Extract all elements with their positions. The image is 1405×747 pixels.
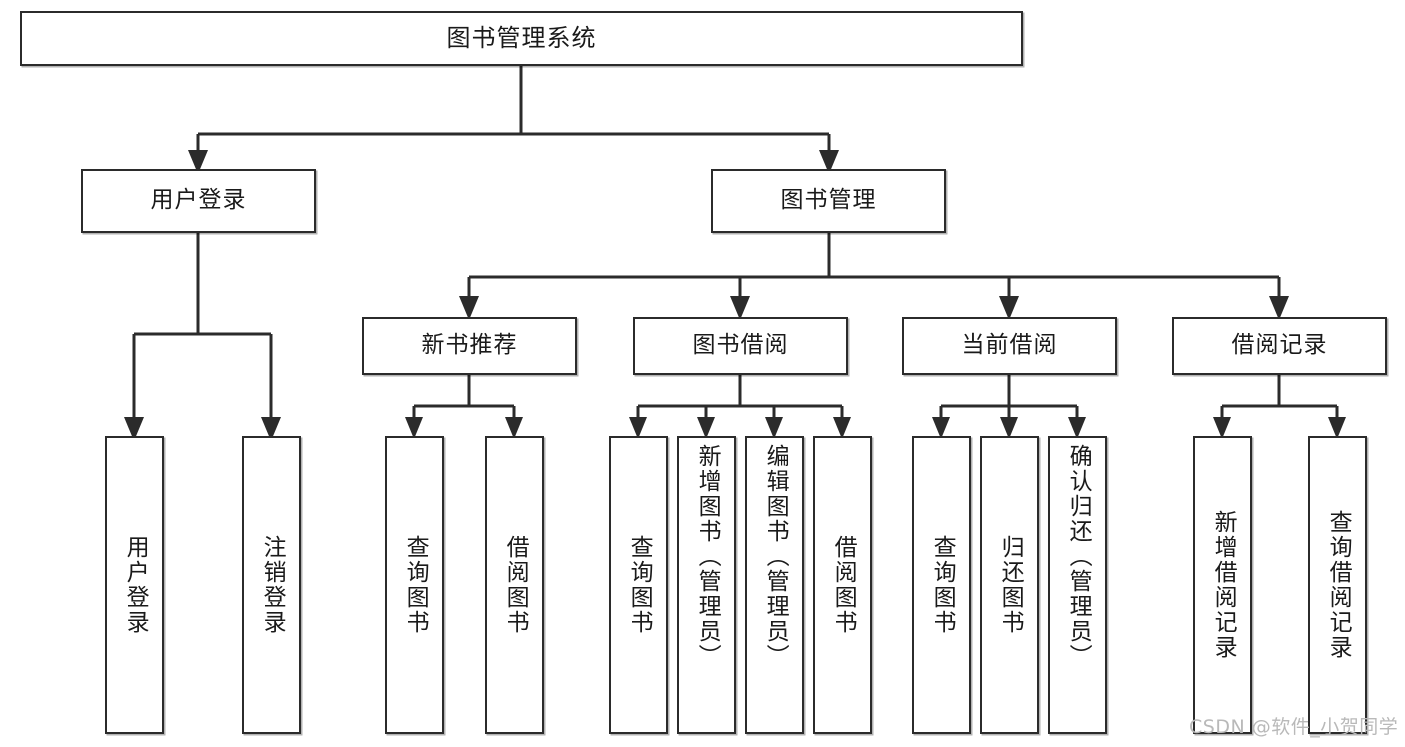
node-leaf-query-record-label: 查询借阅记录: [1325, 510, 1352, 660]
node-leaf-borrow-book-2-label: 借阅图书: [830, 535, 857, 635]
node-root[interactable]: 图书管理系统: [20, 11, 1023, 66]
node-leaf-logout-login[interactable]: 注销登录: [242, 436, 301, 734]
node-leaf-query-book-3-label: 查询图书: [929, 535, 956, 635]
node-leaf-add-record[interactable]: 新增借阅记录: [1193, 436, 1252, 734]
node-leaf-user-login[interactable]: 用户登录: [105, 436, 164, 734]
node-leaf-logout-login-label: 注销登录: [259, 535, 286, 635]
node-leaf-borrow-book-1-label: 借阅图书: [502, 535, 529, 635]
node-leaf-query-book-2-label: 查询图书: [626, 535, 653, 635]
node-leaf-confirm-return[interactable]: 确认归还（管理员）: [1048, 436, 1107, 734]
node-book-manage-label: 图书管理: [780, 187, 877, 214]
node-leaf-query-book-1[interactable]: 查询图书: [385, 436, 444, 734]
node-leaf-query-book-3[interactable]: 查询图书: [912, 436, 971, 734]
node-book-borrow-label: 图书借阅: [692, 332, 789, 359]
node-leaf-confirm-return-label: 确认归还（管理员）: [1065, 444, 1092, 669]
node-borrow-record-label: 借阅记录: [1231, 332, 1328, 359]
node-leaf-query-book-1-label: 查询图书: [402, 535, 429, 635]
node-book-manage[interactable]: 图书管理: [711, 169, 946, 233]
node-current-borrow[interactable]: 当前借阅: [902, 317, 1117, 375]
node-user-login[interactable]: 用户登录: [81, 169, 316, 233]
node-leaf-borrow-book-2[interactable]: 借阅图书: [813, 436, 872, 734]
node-root-label: 图书管理系统: [446, 24, 597, 53]
node-leaf-query-record[interactable]: 查询借阅记录: [1308, 436, 1367, 734]
node-new-book-recommend-label: 新书推荐: [421, 332, 518, 359]
node-leaf-add-book-label: 新增图书（管理员）: [694, 444, 721, 669]
node-leaf-add-record-label: 新增借阅记录: [1210, 510, 1237, 660]
node-leaf-return-book-label: 归还图书: [997, 535, 1024, 635]
node-book-borrow[interactable]: 图书借阅: [633, 317, 848, 375]
node-user-login-label: 用户登录: [150, 187, 247, 214]
node-new-book-recommend[interactable]: 新书推荐: [362, 317, 577, 375]
node-leaf-user-login-label: 用户登录: [122, 535, 149, 635]
node-current-borrow-label: 当前借阅: [961, 332, 1058, 359]
node-leaf-add-book[interactable]: 新增图书（管理员）: [677, 436, 736, 734]
node-borrow-record[interactable]: 借阅记录: [1172, 317, 1387, 375]
node-leaf-return-book[interactable]: 归还图书: [980, 436, 1039, 734]
node-leaf-edit-book-label: 编辑图书（管理员）: [762, 444, 789, 669]
node-leaf-edit-book[interactable]: 编辑图书（管理员）: [745, 436, 804, 734]
node-leaf-query-book-2[interactable]: 查询图书: [609, 436, 668, 734]
csdn-watermark: CSDN @软件_小贺同学: [1189, 716, 1399, 738]
node-leaf-borrow-book-1[interactable]: 借阅图书: [485, 436, 544, 734]
